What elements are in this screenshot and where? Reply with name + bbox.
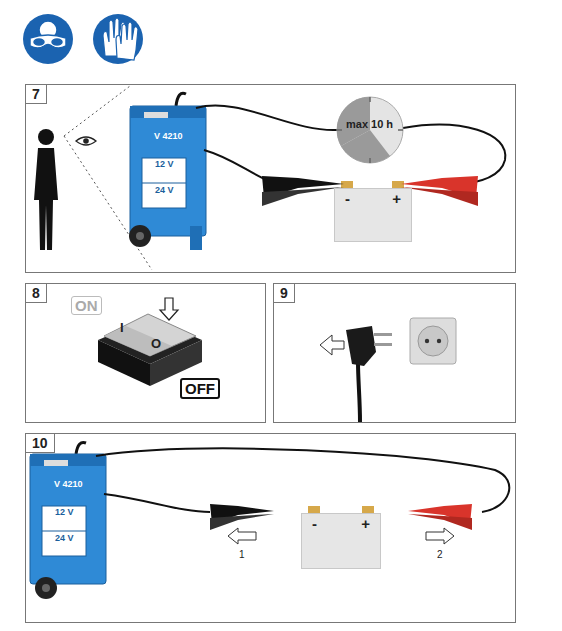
time-limit: max 10 h (346, 118, 393, 130)
remove-arrow (426, 528, 454, 544)
timer-clock (337, 97, 403, 163)
off-label: OFF (180, 378, 220, 399)
rocker-switch (98, 298, 202, 386)
negative-clamp (262, 176, 344, 206)
plus-sign: + (392, 190, 401, 207)
battery-box: -+ (301, 513, 381, 569)
minus-sign: - (345, 190, 350, 207)
voltage-label: 12 V (155, 159, 174, 169)
step-order-number: 2 (437, 549, 443, 560)
step-number: 8 (25, 283, 47, 303)
pull-arrow (320, 335, 344, 355)
eye-symbol (76, 137, 96, 145)
goggles-icon (23, 14, 73, 64)
off-symbol: O (151, 336, 161, 351)
plus-sign: + (361, 515, 370, 532)
battery-terminal (341, 181, 404, 188)
battery-charger (129, 93, 206, 250)
gloves-icon (93, 14, 143, 64)
step-number: 7 (25, 84, 47, 104)
battery-box: -+ (334, 188, 412, 242)
step-panel: 10-+ (25, 433, 516, 623)
step-number: 10 (25, 433, 55, 453)
on-label: ON (71, 296, 102, 315)
minus-sign: - (312, 515, 317, 532)
step-number: 9 (273, 283, 295, 303)
charger-cable (96, 449, 509, 512)
negative-clamp (210, 504, 274, 530)
model-label: V 4210 (54, 479, 83, 489)
voltage-label: 24 V (55, 533, 74, 543)
positive-clamp (408, 504, 472, 530)
voltage-label: 12 V (55, 507, 74, 517)
remove-arrow (228, 528, 256, 544)
step-order-number: 1 (239, 549, 245, 560)
step-panel: 7-+ (25, 84, 516, 273)
battery-charger (30, 442, 106, 599)
voltage-label: 24 V (155, 185, 174, 195)
mains-socket (410, 318, 456, 364)
battery-terminal (308, 506, 374, 513)
mains-plug (346, 326, 392, 422)
person-figure (34, 129, 58, 250)
on-symbol: I (120, 320, 124, 335)
positive-clamp (401, 176, 478, 206)
step-panel: 9 (273, 283, 516, 423)
model-label: V 4210 (154, 131, 183, 141)
step-panel: 8 (25, 283, 266, 423)
